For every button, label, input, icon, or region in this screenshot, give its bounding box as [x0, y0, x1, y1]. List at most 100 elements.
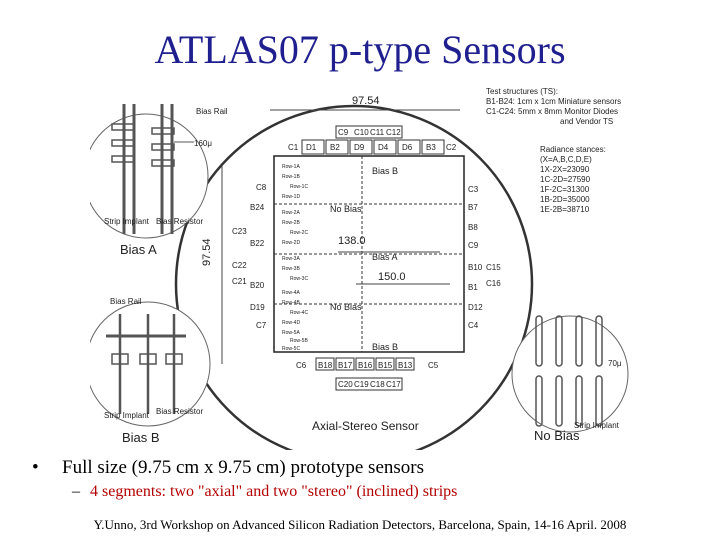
sensor-label: Axial-Stereo Sensor [312, 419, 419, 433]
radiance-line-5: 1F-2C=31300 [540, 185, 590, 194]
chip-label: C20 [338, 380, 353, 389]
inner-dim-1: 138.0 [338, 235, 366, 247]
row-label: Row-1B [282, 174, 300, 180]
row-label: Row-1A [282, 164, 300, 170]
chip-label: C8 [256, 183, 267, 192]
row-label: Row-1C [290, 184, 308, 190]
chip-label: B24 [250, 203, 265, 212]
chip-label: C12 [386, 128, 401, 137]
bias-a-label: Bias A [120, 242, 157, 257]
chip-label: D4 [378, 143, 389, 152]
chip-label: C17 [386, 380, 401, 389]
region-label-5: Bias B [372, 342, 398, 352]
chip-label: B2 [330, 143, 340, 152]
bias-b-resistor-label: Bias Resistor [156, 407, 203, 416]
chip-label: B22 [250, 239, 265, 248]
chip-label: C9 [338, 128, 349, 137]
region-dividers [274, 156, 464, 352]
sub-bullet-text: 4 segments: two "axial" and two "stereo"… [90, 483, 458, 500]
radiance-line-3: 1X-2X=23090 [540, 165, 590, 174]
chip-label: C16 [486, 279, 501, 288]
chip-label: B13 [398, 361, 413, 370]
chip-label: B3 [426, 143, 436, 152]
chip-label: B16 [358, 361, 373, 370]
bottom-row-chips [315, 357, 415, 371]
chip-label: C19 [354, 380, 369, 389]
chip-label: D12 [468, 303, 483, 312]
bullet-text: Full size (9.75 cm x 9.75 cm) prototype … [62, 457, 425, 478]
chip-label: C6 [296, 361, 307, 370]
ts-line-4: and Vendor TS [560, 117, 613, 126]
bias-a-pitch-label: 160μ [194, 139, 212, 148]
row-label: Row-5A [282, 330, 300, 336]
chip-label: C5 [428, 361, 439, 370]
chip-label: D9 [354, 143, 365, 152]
ts-line-3: C1-C24: 5mm x 8mm Monitor Diodes [486, 107, 618, 116]
row-label: Row-4C [290, 310, 308, 316]
bias-b-rail-label: Bias Rail [110, 297, 142, 306]
region-label-1: Bias B [372, 166, 398, 176]
ts-line-2: B1-B24: 1cm x 1cm Miniature sensors [486, 97, 621, 106]
chip-label: B8 [468, 223, 478, 232]
no-bias-inset: 70μ Strip Implant No Bias [511, 315, 629, 443]
bias-a-resistor-label: Bias Resistor [156, 217, 203, 226]
top-row-chips [301, 139, 445, 155]
chip-label: C7 [256, 321, 267, 330]
row-label: Row-1D [282, 194, 300, 200]
row-label: Row-3B [282, 266, 300, 272]
row-label: Row-3C [290, 276, 308, 282]
bullet-marker: • [32, 457, 39, 478]
chip-label: B20 [250, 281, 265, 290]
radiance-line-2: (X=A,B,C,D,E) [540, 155, 592, 164]
footer-citation: Y.Unno, 3rd Workshop on Advanced Silicon… [93, 517, 627, 532]
chip-label: B1 [468, 283, 478, 292]
chip-label: C9 [468, 241, 479, 250]
top-dimension: 97.54 [352, 95, 380, 107]
side-dimension: 97.54 [201, 238, 213, 266]
bias-a-inset: Bias Rail 160μ Strip Implant Bias Resist… [90, 104, 228, 257]
bias-a-rail-label: Bias Rail [196, 107, 228, 116]
radiance-line-1: Radiance stances: [540, 145, 606, 154]
chip-label: D1 [306, 143, 317, 152]
chip-label: C10 [354, 128, 369, 137]
chip-label: C15 [486, 263, 501, 272]
radiance-line-6: 1B-2D=35000 [540, 195, 590, 204]
bias-b-label: Bias B [122, 430, 160, 445]
ts-line-1: Test structures (TS): [486, 87, 558, 96]
chip-label: D6 [402, 143, 413, 152]
chip-label: B7 [468, 203, 478, 212]
row-label: Row-5B [290, 338, 308, 344]
chip-label: B10 [468, 263, 483, 272]
chip-label: C2 [446, 143, 457, 152]
chip-label: C22 [232, 261, 247, 270]
no-bias-inset-label: No Bias [534, 428, 580, 443]
chip-label: C3 [468, 185, 479, 194]
left-chips: C8 B24 C23 B22 C22 C21 B20 D19 C7 [232, 183, 267, 330]
row-label: Row-2C [290, 230, 308, 236]
sensor-layout-diagram: Bias Rail 160μ Strip Implant Bias Resist… [90, 87, 629, 450]
radiance-stances-note: Radiance stances: (X=A,B,C,D,E) 1X-2X=23… [540, 145, 606, 214]
bottom-chip-group: C20 C19 C18 C17 [335, 377, 403, 391]
region-label-3: Bias A [372, 252, 398, 262]
row-labels: Row-1A Row-1B Row-1C Row-1D Row-2A Row-2… [282, 164, 308, 352]
bias-b-inset: Bias Rail Strip Implant Bias Resistor Bi… [90, 297, 211, 445]
sub-bullet-marker: – [72, 483, 80, 500]
row-label: Row-4A [282, 290, 300, 296]
row-label: Row-4D [282, 320, 300, 326]
row-label: Row-5C [282, 346, 300, 352]
row-label: Row-2D [282, 240, 300, 246]
chip-label: C23 [232, 227, 247, 236]
row-label: Row-3A [282, 256, 300, 262]
row-label: Row-2B [282, 220, 300, 226]
dimension-lines [221, 109, 460, 364]
chip-label: C18 [370, 380, 385, 389]
no-bias-pitch-label: 70μ [608, 359, 622, 368]
bias-a-implant-label: Strip Implant [104, 217, 150, 226]
bias-b-implant-label: Strip Implant [104, 411, 150, 420]
radiance-line-4: 1C-2D=27590 [540, 175, 591, 184]
chip-label: D19 [250, 303, 265, 312]
inner-dim-2: 150.0 [378, 271, 406, 283]
top-chip-group: C9 C10 C11 C12 [335, 125, 403, 139]
test-structures-note: Test structures (TS): B1-B24: 1cm x 1cm … [486, 87, 621, 126]
row-label: Row-2A [282, 210, 300, 216]
